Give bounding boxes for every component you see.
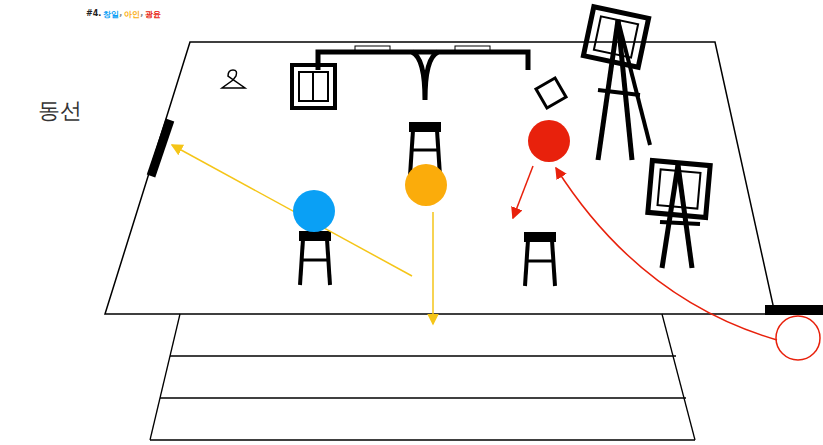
header-text: , [119, 9, 122, 20]
header-text: #4. [86, 9, 101, 20]
scene-header: #4.창일,아인,광윤 [86, 9, 161, 20]
header-text: 아인 [124, 9, 140, 20]
header-text: , [140, 9, 143, 20]
header-text: 창일 [103, 9, 119, 20]
page-title: 동선 [38, 96, 82, 126]
header-text: 광윤 [145, 9, 161, 20]
